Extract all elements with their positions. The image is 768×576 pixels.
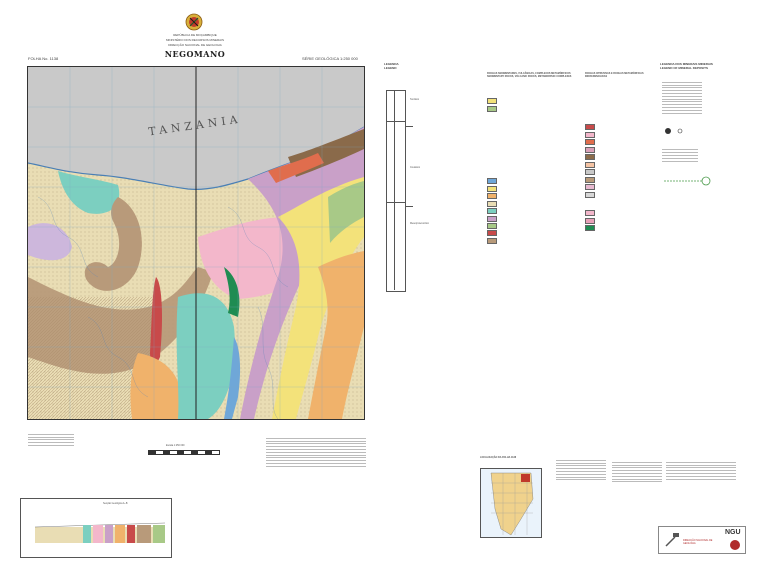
legend-col1-swatches — [487, 98, 497, 113]
logo-box: DIRECÇÃO NACIONAL DE GEOLOGIA NGU — [658, 526, 746, 554]
sheet-number: FOLHA No. 1138 — [28, 56, 59, 61]
cross-section-title: Secção Geológica A–B — [103, 502, 128, 505]
hammer-icon — [665, 533, 679, 547]
scale-label: Escala 1:250 000 — [166, 444, 185, 447]
mineral-symbols — [662, 80, 732, 195]
legend-a-title: LEGENDA LEGEND — [384, 62, 399, 70]
cross-section-frame: Secção Geológica A–B — [20, 498, 172, 558]
direction-label: DIRECÇÃO NACIONAL DE GEOLOGIA — [168, 43, 222, 47]
projection-notes — [28, 432, 74, 448]
proterozoic-label: Mesoproterozóico — [410, 222, 430, 225]
inset-title: LOCALIZAÇÃO DA FOLHA 1138 — [480, 456, 517, 459]
strat-column — [386, 90, 406, 292]
ngu-logo: NGU — [725, 529, 741, 536]
map-title: NEGOMANO — [164, 49, 226, 59]
republic-label: REPÚBLICA DE MOÇAMBIQUE — [173, 33, 217, 37]
scale-bar — [148, 450, 220, 455]
tertiary-label: Terciário — [410, 98, 420, 101]
cretaceous-label: Cretácico — [410, 166, 421, 169]
legend-col2-header: ROCHAS INTRUSIVAS E ROCHAS METAMÓRFICAS … — [585, 72, 644, 78]
ministry-label: MINISTÉRIO DOS RECURSOS MINERAIS — [165, 38, 224, 42]
ngu-emblem-icon — [730, 540, 740, 550]
legend-col2-swatches-2 — [585, 210, 595, 233]
series-label: SÉRIE GEOLÓGICA 1:250 000 — [302, 56, 358, 61]
inset-map — [480, 468, 542, 538]
strat-subcolumn — [394, 90, 405, 290]
symbol-legend-1 — [556, 458, 606, 482]
legend-notes — [266, 436, 366, 469]
legend-col2-swatches — [585, 124, 595, 199]
symbol-legend-2 — [612, 460, 662, 484]
geological-map[interactable]: TANZANIA — [27, 66, 365, 420]
legend-col1-swatches-3 — [487, 230, 497, 245]
symbol-legend-3 — [666, 460, 736, 481]
legend-col1-swatches-2 — [487, 178, 497, 231]
dng-logo-text: DIRECÇÃO NACIONAL DE GEOLOGIA — [683, 539, 713, 545]
coat-of-arms-emblem — [185, 12, 203, 32]
legend-col1-header: ROCHAS SEDIMENTARES, VULCÂNICAS, COMPLEX… — [487, 72, 572, 78]
legend-b-title: LEGENDA DOS MINERAIS MINERAIS LEGEND OF … — [660, 62, 713, 70]
